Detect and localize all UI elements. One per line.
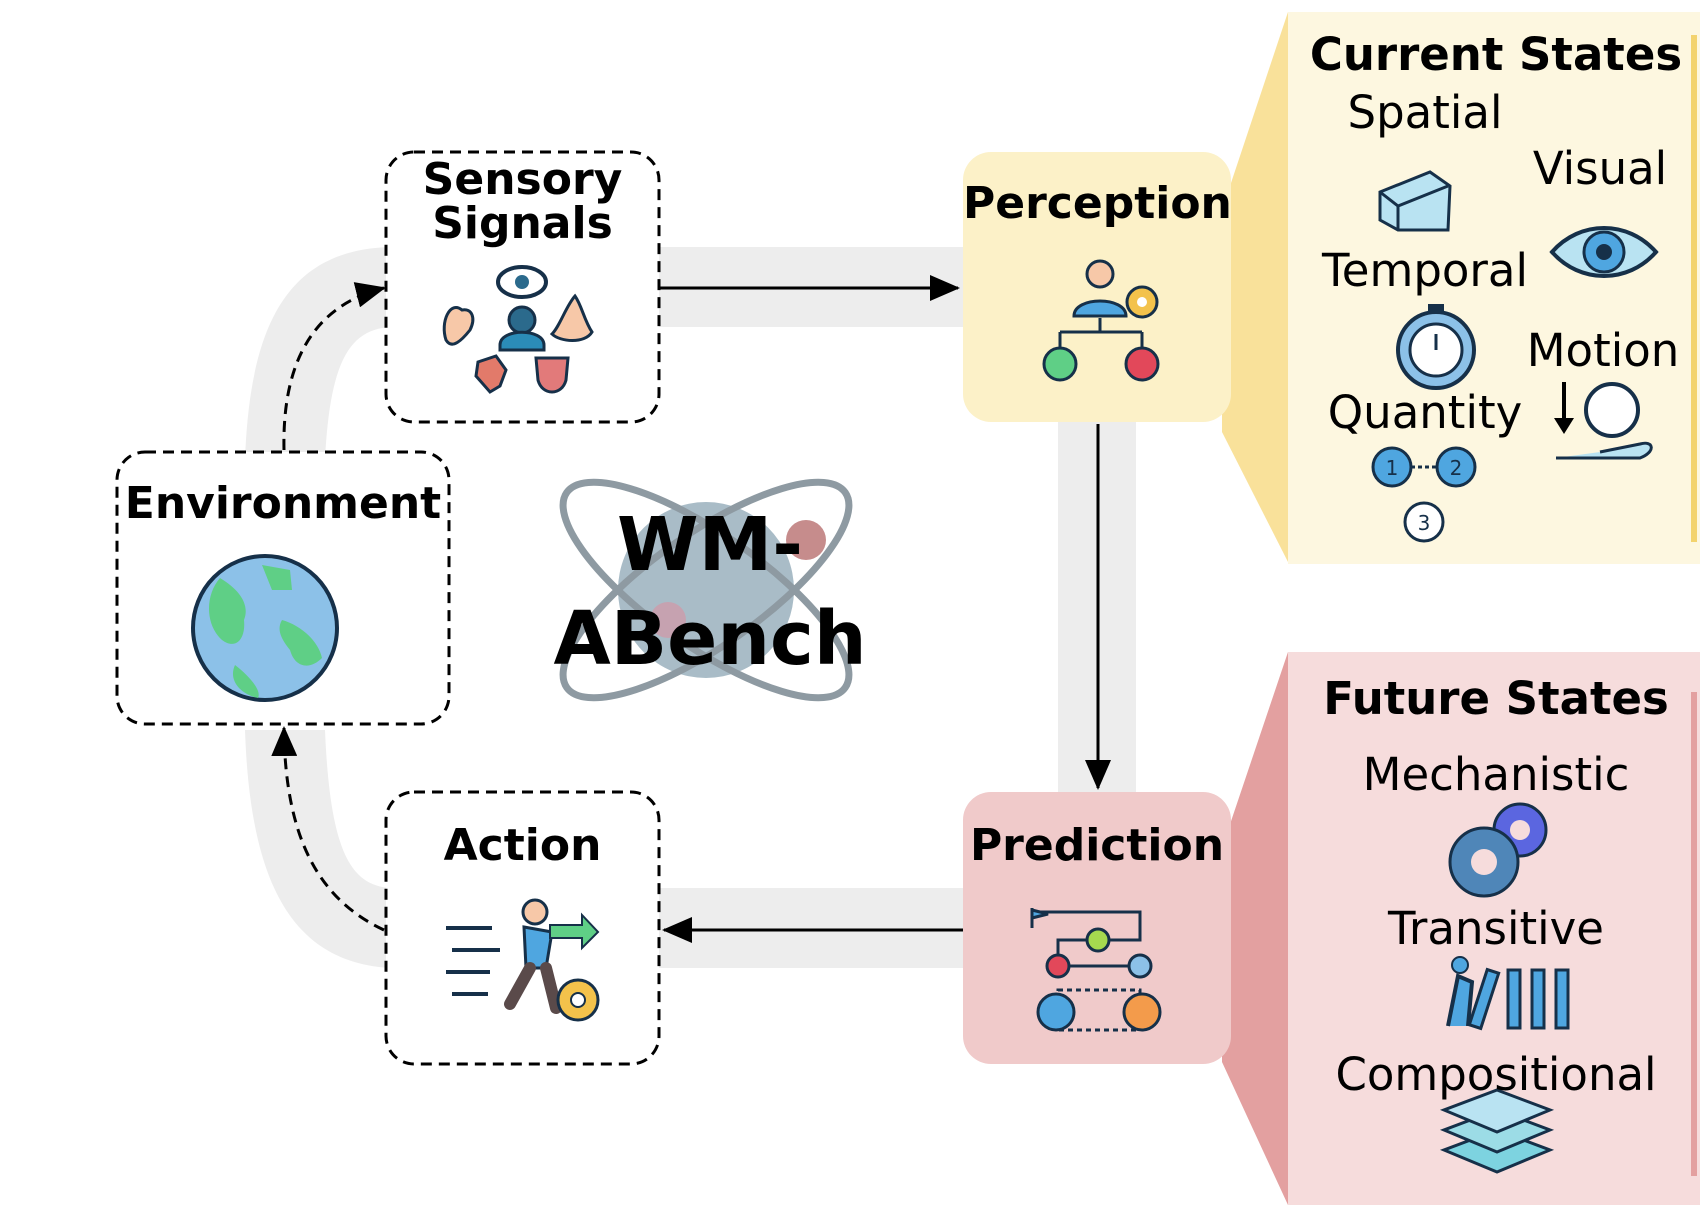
prediction-label: Prediction [969, 820, 1225, 871]
future-item-mechanistic: Mechanistic [1362, 748, 1630, 801]
current-item-spatial: Spatial [1347, 86, 1503, 139]
gears-icon [1448, 802, 1548, 898]
future-states-title: Future States [1323, 672, 1669, 725]
sensory-signals-label: Sensory Signals [386, 158, 659, 246]
globe-icon [191, 554, 339, 702]
current-item-temporal: Temporal [1321, 244, 1529, 297]
current-states-panel [1288, 12, 1700, 564]
future-states-wedge [1222, 652, 1288, 1205]
current-states-wedge [1222, 12, 1288, 562]
current-states-title: Current States [1309, 28, 1683, 81]
numbered-nodes-icon: 1 2 3 [1371, 446, 1477, 543]
future-item-transitive: Transitive [1388, 902, 1604, 955]
pushing-dominoes-icon [1446, 956, 1570, 1031]
atom-logo-icon [559, 478, 853, 702]
stacked-layers-icon [1439, 1088, 1555, 1174]
logo-text-line1: WM- [617, 502, 803, 588]
svg-text:1: 1 [1386, 456, 1399, 480]
action-label: Action [443, 820, 602, 871]
arrow-action-to-environment [271, 726, 385, 932]
svg-text:3: 3 [1418, 511, 1431, 535]
person-decision-tree-icon [1042, 259, 1160, 382]
falling-ball-hand-icon [1554, 382, 1653, 460]
svg-text:2: 2 [1450, 456, 1463, 480]
senses-icon [442, 265, 594, 394]
environment-label: Environment [124, 478, 442, 529]
logo-text-line2: ABench [553, 596, 867, 682]
sensory-label-line2: Signals [432, 198, 613, 249]
eye-icon [1549, 226, 1659, 278]
arrow-environment-to-sensory [282, 282, 386, 451]
perception-label: Perception [963, 178, 1232, 229]
planning-flow-icon [1030, 908, 1162, 1032]
running-person-gear-icon [446, 898, 600, 1022]
stopwatch-icon [1396, 304, 1476, 390]
current-item-quantity: Quantity [1327, 386, 1523, 439]
sensory-label-line1: Sensory [422, 154, 623, 205]
current-item-visual: Visual [1532, 142, 1668, 195]
current-item-motion: Motion [1526, 324, 1680, 377]
future-item-compositional: Compositional [1335, 1048, 1657, 1101]
3d-cube-axes-icon [1378, 170, 1452, 232]
